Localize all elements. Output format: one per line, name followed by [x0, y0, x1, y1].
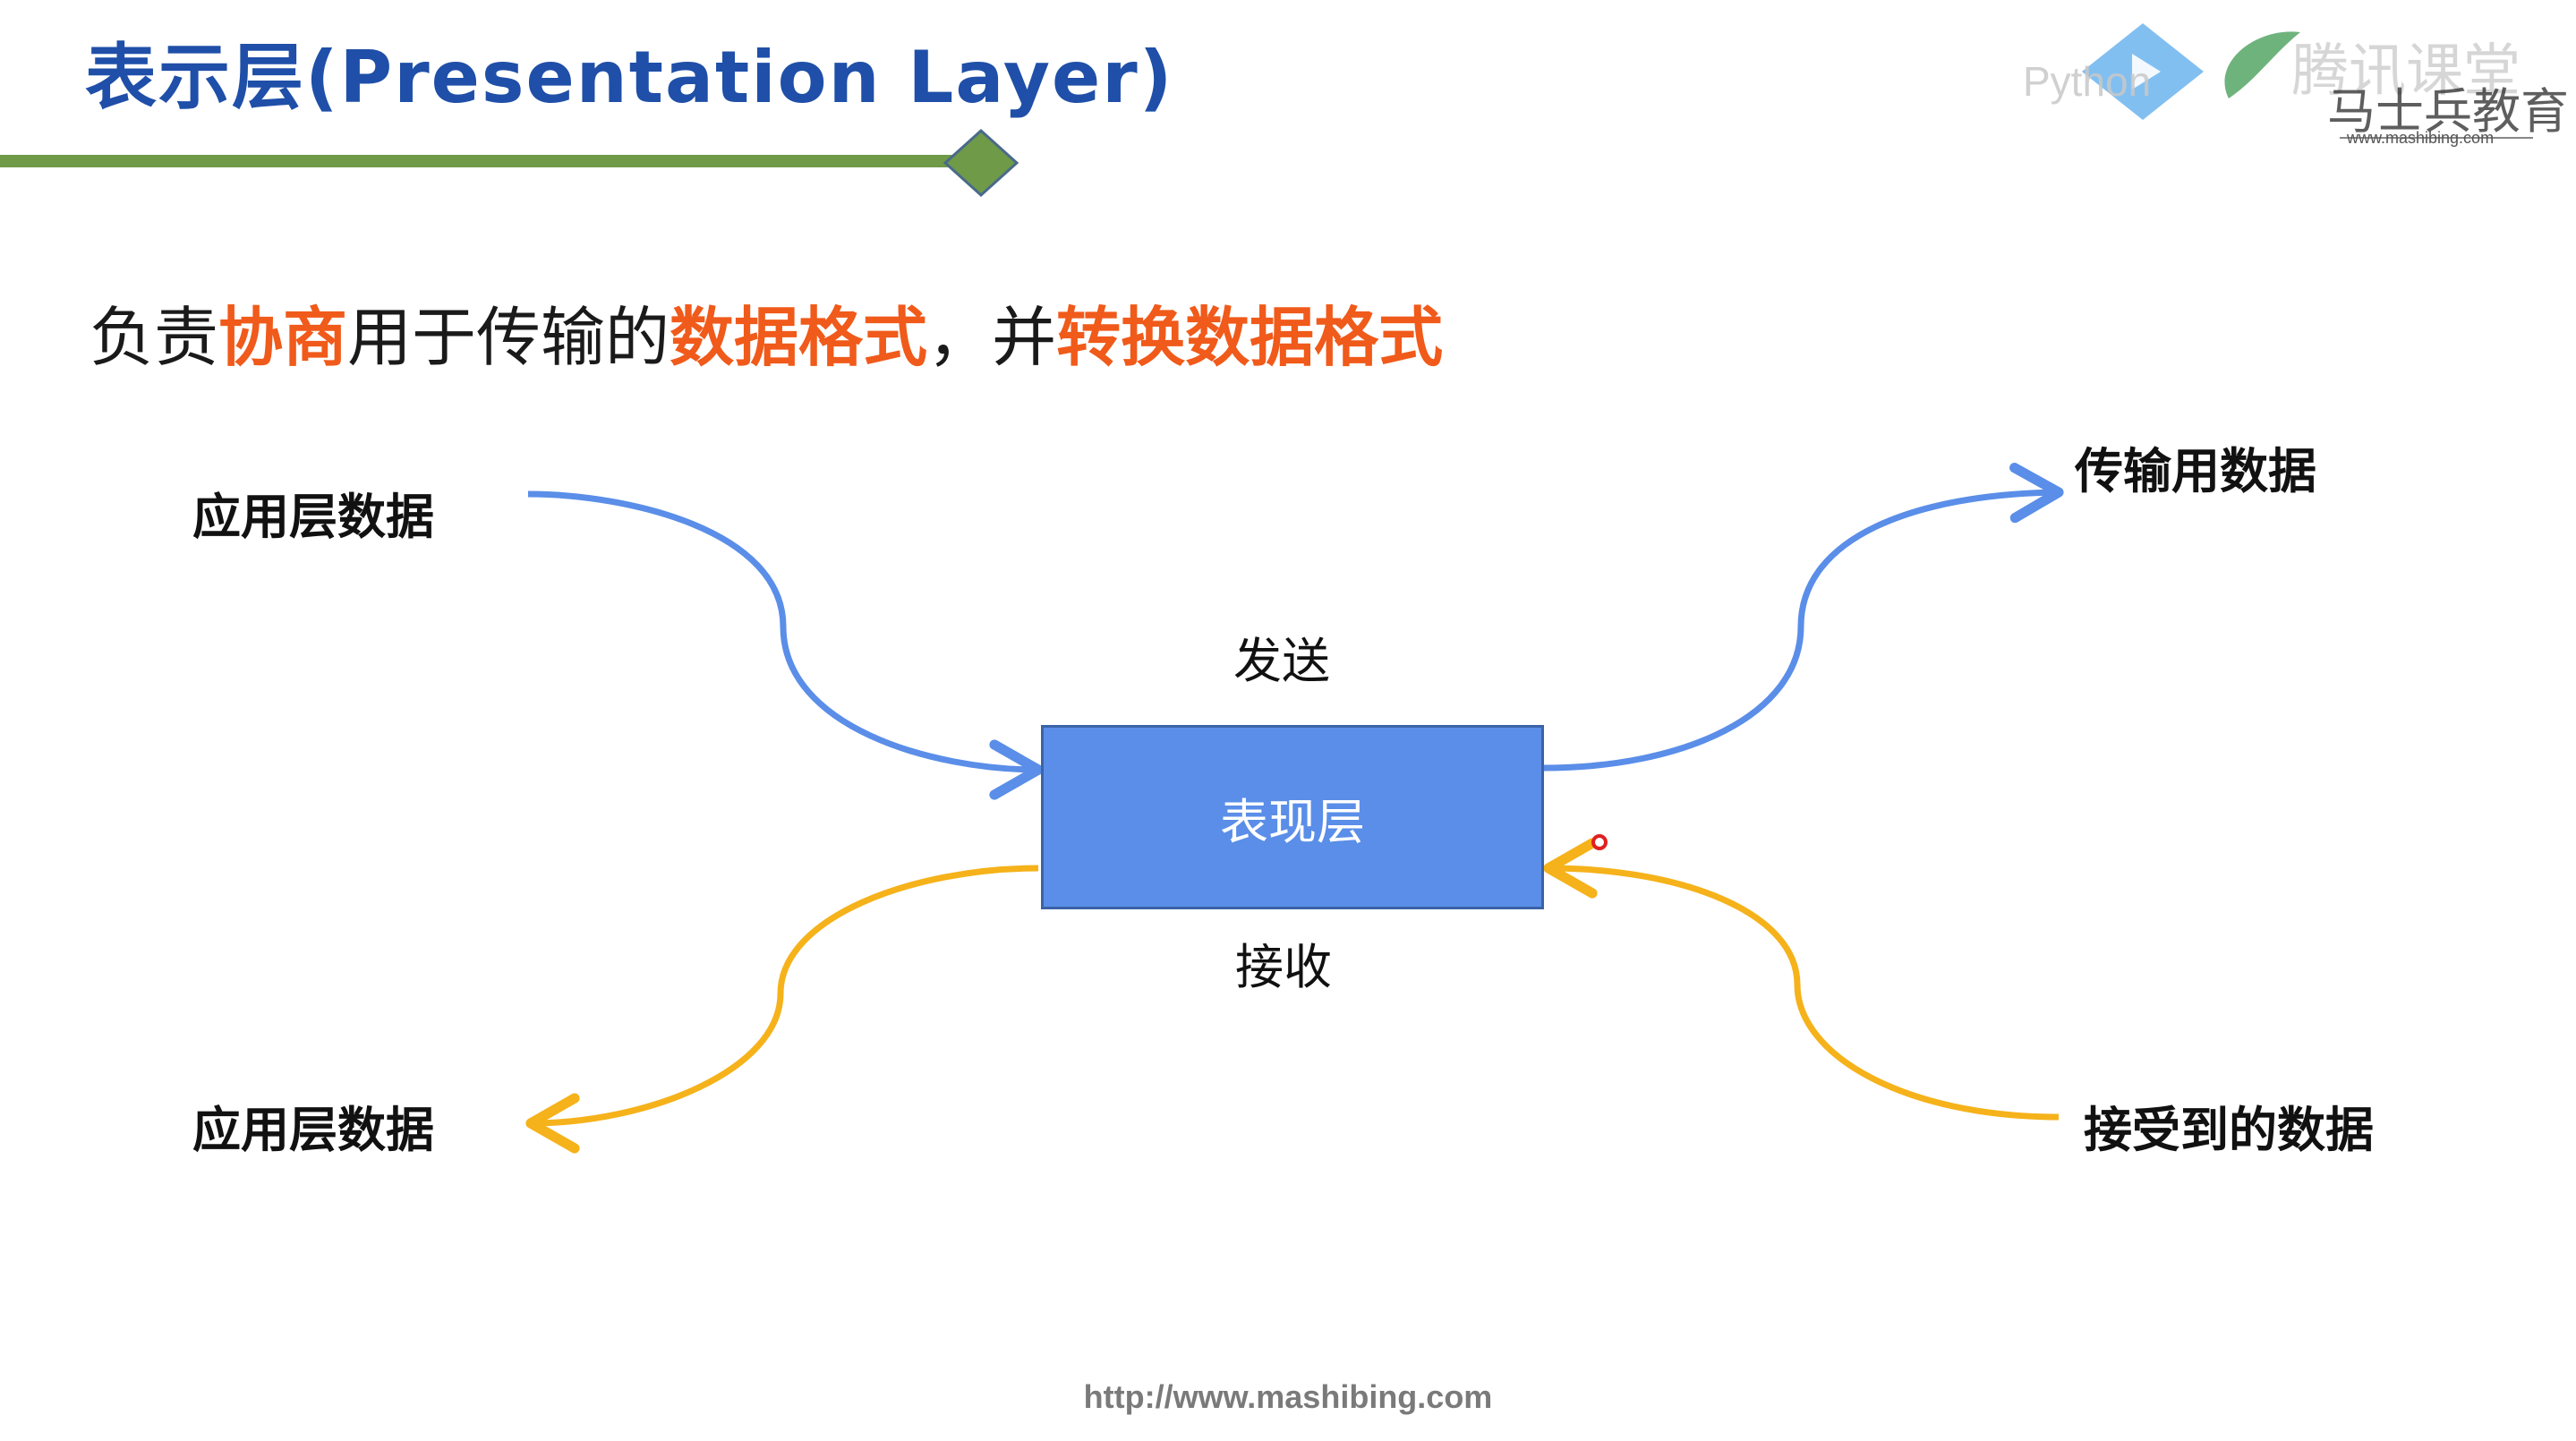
receive-arrow-in: [1543, 838, 2060, 1121]
send-arrow-in: [527, 490, 1044, 800]
footer-url: http://www.mashibing.com: [1083, 1378, 1493, 1415]
subtitle-part-2: 用于传输的: [347, 300, 670, 375]
label-received-data: 接受到的数据: [2084, 1102, 2374, 1158]
logo-text-mashibing: 马士兵教育: [2327, 83, 2569, 140]
label-app-data-out: 应用层数据: [192, 1102, 434, 1158]
subtitle: 负责协商用于传输的数据格式，并转换数据格式: [90, 285, 1443, 379]
label-receive: 接收: [1235, 939, 1332, 995]
presentation-layer-box: 表现层: [1041, 725, 1544, 909]
presentation-layer-label: 表现层: [1220, 793, 1365, 850]
header-diamond: [943, 128, 1019, 198]
subtitle-highlight-data-format: 数据格式: [670, 300, 928, 375]
logo-text-tencent: 腾讯课堂: [2291, 38, 2521, 105]
subtitle-part-1: 负责: [90, 300, 219, 375]
subtitle-part-3: ，并: [927, 300, 1057, 375]
slide-title: 表示层(Presentation Layer): [85, 36, 1174, 119]
receive-arrow-out: [525, 865, 1039, 1154]
label-send: 发送: [1233, 633, 1330, 689]
subtitle-highlight-negotiate: 协商: [218, 300, 348, 375]
label-app-data-in: 应用层数据: [192, 489, 434, 545]
logo-text-python: Python: [2023, 58, 2152, 105]
logo-leaf-icon: [2224, 31, 2300, 98]
logo-url: www.mashibing.com: [2347, 129, 2495, 147]
label-transmit-data: 传输用数据: [2075, 443, 2316, 499]
subtitle-highlight-convert: 转换数据格式: [1056, 300, 1444, 375]
pointer-dot-icon: [1591, 834, 1608, 850]
send-arrow-out: [1543, 463, 2064, 772]
